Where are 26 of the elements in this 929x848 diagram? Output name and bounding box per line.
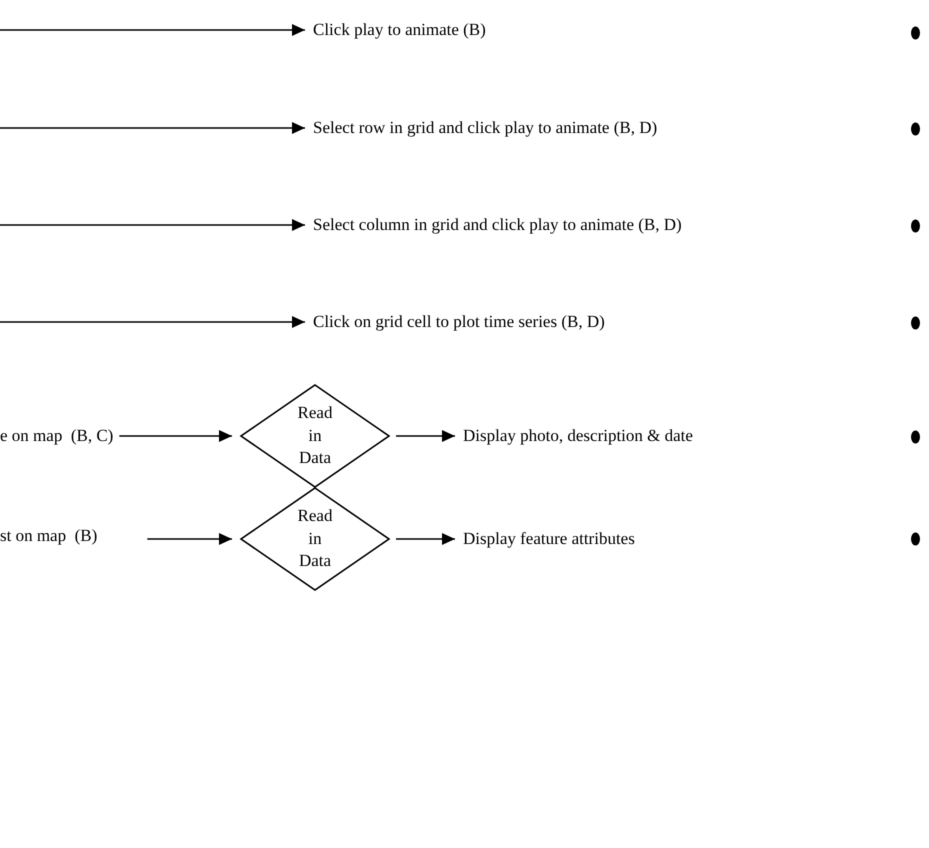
bullet-dot xyxy=(911,430,920,444)
diamond-text: Read in Data xyxy=(296,402,334,470)
action-text: Select column in grid and click play to animate (B, D) xyxy=(313,215,682,235)
bullet-dot xyxy=(911,220,920,232)
bullet-dot xyxy=(911,26,920,40)
diamond-text: Read in Data xyxy=(296,504,334,572)
action-text: e on map (B, C) xyxy=(0,426,114,446)
action-text: Display photo, description & date xyxy=(463,426,693,446)
arrow xyxy=(396,533,455,545)
arrow xyxy=(119,430,232,442)
bullet-dot xyxy=(911,122,920,136)
arrow xyxy=(147,533,232,545)
arrow xyxy=(0,219,305,231)
action-text: Display feature attributes xyxy=(463,529,635,549)
arrow xyxy=(396,430,455,442)
decision-diamond xyxy=(240,487,390,591)
action-text: Select row in grid and click play to animate (B, D) xyxy=(313,118,658,138)
arrow xyxy=(0,24,305,36)
bullet-dot xyxy=(911,316,920,330)
action-text: Click on grid cell to plot time series (B, D) xyxy=(313,312,605,332)
bullet-dot xyxy=(911,532,920,546)
decision-diamond xyxy=(240,384,390,488)
action-text: st on map (B) xyxy=(0,526,98,546)
action-text: Click play to animate (B) xyxy=(313,20,486,40)
arrow xyxy=(0,316,305,328)
arrow xyxy=(0,122,305,134)
